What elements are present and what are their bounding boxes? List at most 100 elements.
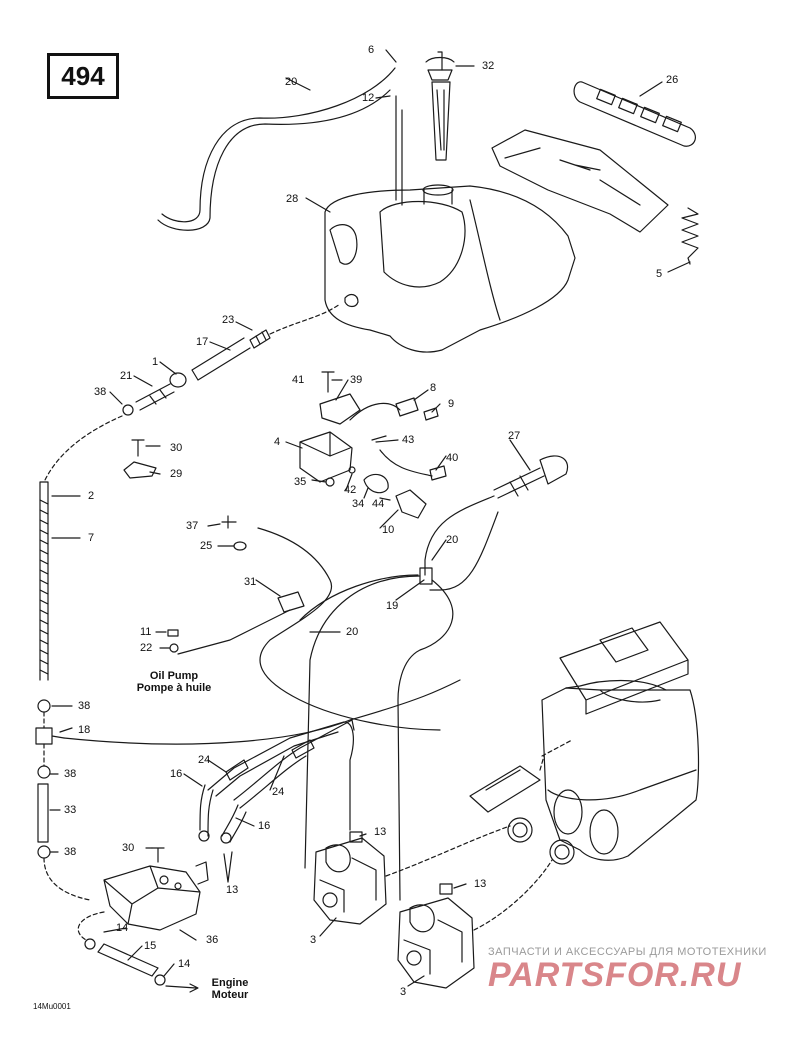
callout-label: 13 [374, 826, 387, 838]
callout-label: 19 [386, 600, 399, 612]
primer-27 [493, 455, 569, 499]
solenoid-4 [299, 431, 353, 483]
callout-label: 2 [88, 490, 95, 502]
callout-label: 43 [402, 434, 415, 446]
callout-label: 20 [285, 76, 298, 88]
dipstick [427, 69, 453, 161]
oil-pump-note-en: Oil Pump [149, 670, 199, 682]
callout-label: 16 [170, 768, 183, 780]
spring-guard-7 [39, 499, 49, 675]
cover-34 [363, 473, 389, 494]
throttle-cable [257, 527, 441, 731]
clip-29 [123, 461, 157, 479]
clamp-14-a [84, 938, 96, 950]
callout-label: 25 [200, 540, 213, 552]
callout-label: 23 [222, 314, 235, 326]
callout-label: 38 [78, 700, 91, 712]
oil-pump-36 [103, 865, 201, 931]
clamp-13-a [198, 830, 210, 842]
callout-label: 6 [368, 44, 375, 56]
callout-label: 10 [382, 524, 395, 536]
callout-label: 31 [244, 576, 257, 588]
callout-label: 21 [120, 370, 133, 382]
callout-label: 11 [140, 626, 152, 638]
callout-label: 13 [474, 878, 487, 890]
air-silencer [541, 687, 700, 861]
adapter-plate [469, 765, 541, 813]
callout-label: 41 [292, 374, 305, 386]
tube-15 [97, 943, 159, 977]
grommet-1 [169, 372, 187, 388]
callout-label: 28 [286, 193, 299, 205]
callout-label: 33 [64, 804, 77, 816]
callout-label: 35 [294, 476, 307, 488]
callout-label: 7 [88, 532, 95, 544]
engine-note: Engine Moteur [200, 977, 260, 1001]
callout-label: 24 [272, 786, 285, 798]
callout-label: 16 [258, 820, 271, 832]
oil-tank [324, 185, 576, 353]
clamp-38-a [37, 699, 51, 713]
callout-label: 44 [372, 498, 385, 510]
callout-label: 36 [206, 934, 219, 946]
callout-label: 8 [430, 382, 437, 394]
callout-label: 14 [116, 922, 129, 934]
callout-label: 42 [344, 484, 357, 496]
callout-label: 18 [78, 724, 91, 736]
hose-24-a [207, 721, 354, 831]
callout-label: 32 [482, 60, 495, 72]
washer-22 [169, 643, 179, 653]
callout-label: 3 [310, 934, 317, 946]
connector-40 [429, 465, 447, 481]
callout-label: 39 [350, 374, 363, 386]
callout-label: 34 [352, 498, 365, 510]
hose-24-b [233, 719, 355, 801]
tee-19 [419, 567, 433, 585]
callout-label: 9 [448, 398, 455, 410]
connector-9 [423, 407, 439, 421]
watermark-tagline: ЗАПЧАСТИ И АКСЕССУАРЫ ДЛЯ МОТОТЕХНИКИ [488, 946, 767, 958]
bracket-39 [319, 393, 361, 425]
callout-label: 27 [508, 430, 521, 442]
callout-label: 30 [170, 442, 183, 454]
nut-35 [325, 477, 335, 487]
fitting-21 [135, 383, 175, 411]
page-number-box: 494 [47, 53, 119, 99]
clamp-38-b [37, 765, 51, 779]
fitting-23 [249, 329, 271, 349]
callout-label: 12 [362, 92, 375, 104]
callout-label: 24 [198, 754, 211, 766]
oil-pump-note-fr: Pompe à huile [136, 682, 212, 694]
clamp-14-b [154, 974, 166, 986]
part-11 [167, 629, 179, 637]
washer-25 [233, 541, 247, 551]
tube-33 [37, 783, 49, 843]
part-37 [221, 515, 237, 529]
sleeve-2 [39, 481, 49, 681]
cover-10 [395, 489, 427, 519]
callout-label: 13 [226, 884, 239, 896]
cable-box-31 [277, 591, 305, 613]
gasket-26 [573, 81, 696, 147]
callout-label: 17 [196, 336, 209, 348]
adapter-ring-b [549, 839, 575, 865]
clamp-38-top [122, 404, 134, 416]
carburetor-left [313, 837, 387, 925]
callout-label: 26 [666, 74, 679, 86]
callout-label: 22 [140, 642, 153, 654]
callout-label: 29 [170, 468, 183, 480]
screw-41 [321, 371, 335, 393]
washer-42 [348, 466, 356, 474]
callout-label: 15 [144, 940, 157, 952]
screw-30-pump [151, 847, 165, 863]
spring-5 [681, 207, 699, 265]
callout-label: 38 [94, 386, 107, 398]
callout-label: 1 [152, 356, 159, 368]
screw-30 [131, 439, 145, 457]
hose-16 [199, 784, 214, 837]
page-number: 494 [61, 60, 105, 91]
connector-8 [395, 397, 419, 417]
callout-label: 20 [346, 626, 359, 638]
engine-note-fr: Moteur [211, 989, 249, 1001]
